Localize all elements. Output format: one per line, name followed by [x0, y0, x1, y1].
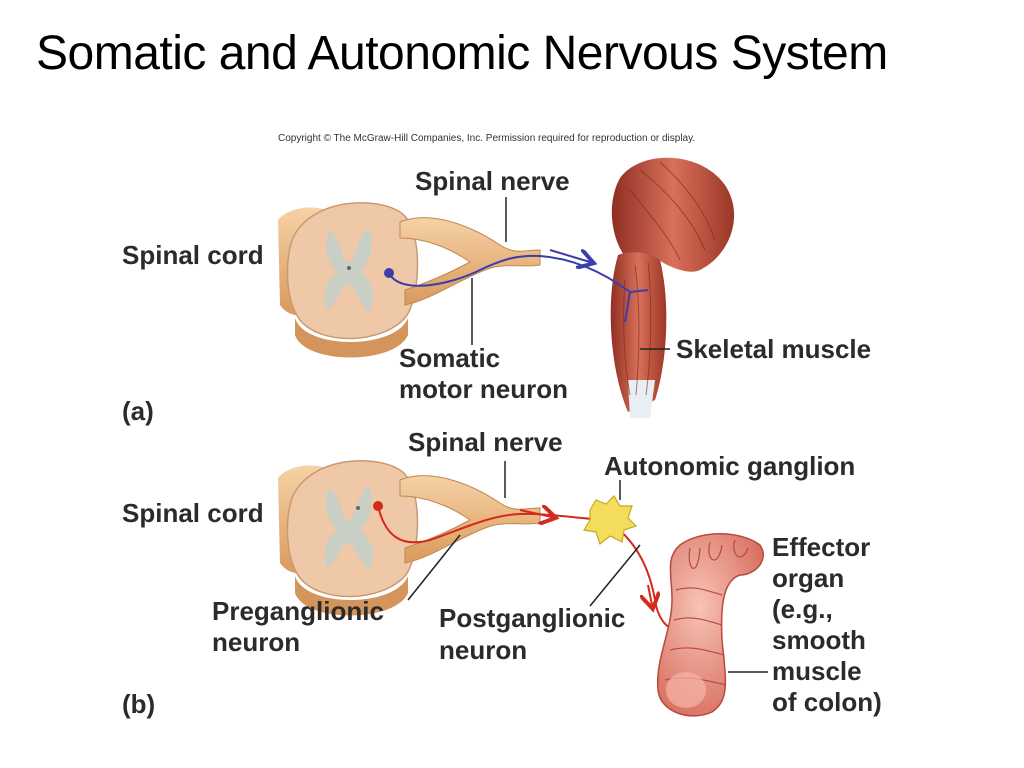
- effector-label-line: smooth: [772, 625, 866, 655]
- panel-a-spinal-cord-label: Spinal cord: [122, 240, 264, 270]
- postganglionic-neuron-label-line2: neuron: [439, 635, 528, 665]
- effector-label-line: of colon): [772, 687, 882, 717]
- panel-b-leader-lines: [407, 461, 768, 673]
- panel-a-letter: (a): [122, 396, 154, 426]
- panel-b-spinal-cord: [278, 460, 419, 616]
- panel-a-leader-lines: [471, 197, 670, 350]
- preganglionic-neuron-label-line1: Preganglionic: [212, 596, 384, 626]
- somatic-motor-neuron-label-line1: Somatic: [399, 343, 501, 373]
- slide-title: Somatic and Autonomic Nervous System: [36, 27, 888, 80]
- effector-label-line: Effector: [772, 532, 871, 562]
- effector-label-line: organ: [772, 563, 845, 593]
- panel-a-spinal-nerve-label: Spinal nerve: [415, 166, 570, 196]
- somatic-motor-neuron-label-line2: motor neuron: [399, 374, 568, 404]
- effector-label-line: (e.g.,: [772, 594, 833, 624]
- panel-b-spinal-nerve: [399, 475, 541, 564]
- effector-label-line: muscle: [772, 656, 862, 686]
- panel-b-spinal-cord-label: Spinal cord: [122, 498, 264, 528]
- effector-organ-label: Effector organ (e.g., smooth muscle of c…: [772, 532, 882, 718]
- skeletal-muscle-label: Skeletal muscle: [676, 334, 872, 364]
- preganglionic-neuron-label-line2: neuron: [212, 627, 301, 657]
- copyright-notice: Copyright © The McGraw-Hill Companies, I…: [278, 133, 696, 144]
- autonomic-ganglion: [583, 495, 638, 546]
- panel-a-skeletal-muscle: [610, 157, 735, 418]
- autonomic-ganglion-label: Autonomic ganglion: [604, 451, 856, 481]
- effector-organ-colon: [656, 533, 764, 717]
- panel-a-spinal-nerve: [399, 217, 541, 306]
- panel-b-letter: (b): [122, 689, 156, 719]
- panel-a-spinal-cord: [278, 202, 419, 358]
- panel-a-somatic-neuron: [384, 250, 649, 323]
- panel-b-spinal-nerve-label: Spinal nerve: [408, 427, 563, 457]
- postganglionic-neuron-label-line1: Postganglionic: [439, 603, 626, 633]
